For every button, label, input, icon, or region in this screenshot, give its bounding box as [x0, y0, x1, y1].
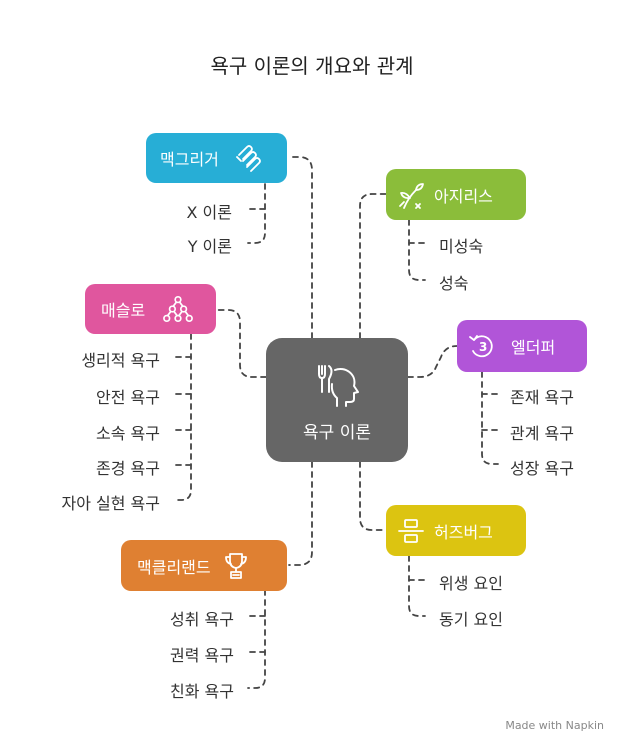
leaf-relatedness: 관계 욕구: [510, 424, 574, 443]
three-cycle-icon: 3: [467, 331, 497, 361]
leaf-self-actualization: 자아 실현 욕구: [61, 494, 161, 513]
node-maslow: 매슬로: [85, 284, 216, 334]
node-alderfer: 3 엘더퍼: [457, 320, 587, 372]
center-node: 욕구 이론: [266, 338, 408, 462]
node-mcclelland: 맥클리랜드: [121, 540, 287, 591]
node-herzberg-label: 허즈버그: [434, 522, 493, 542]
node-herzberg: 허즈버그: [386, 505, 526, 556]
trophy-icon: [221, 551, 251, 581]
footer-text: Made with Napkin: [505, 719, 604, 732]
node-mcclelland-label: 맥클리랜드: [137, 557, 211, 577]
node-maslow-label: 매슬로: [101, 301, 146, 320]
node-argyris: 아지리스: [386, 169, 526, 220]
svg-text:3: 3: [479, 340, 487, 354]
balance-divide-icon: [396, 516, 426, 546]
leaf-y-theory: Y 이론: [187, 237, 232, 256]
leaf-existence: 존재 욕구: [510, 388, 574, 407]
leaf-affiliation: 친화 욕구: [170, 682, 234, 701]
leaf-x-theory: X 이론: [186, 203, 233, 222]
head-utensils-icon: [313, 360, 361, 412]
node-mcgregor-label: 맥그리거: [160, 150, 219, 169]
node-argyris-label: 아지리스: [434, 186, 493, 206]
diagram-title: 욕구 이론의 개요와 관계: [210, 54, 414, 78]
napkin-credit: Made with Napkin: [505, 719, 604, 732]
leaf-power: 권력 욕구: [170, 646, 234, 665]
leaf-immaturity: 미성숙: [439, 237, 484, 256]
growth-plant-icon: [396, 180, 426, 210]
leaf-achievement: 성취 욕구: [170, 610, 234, 629]
leaf-growth: 성장 욕구: [510, 459, 574, 478]
leaf-hygiene: 위생 요인: [439, 574, 503, 593]
leaf-safety: 안전 욕구: [96, 388, 160, 407]
leaf-physiological: 생리적 욕구: [81, 351, 160, 370]
leaf-esteem: 존경 욕구: [96, 459, 160, 478]
leaf-maturity: 성숙: [439, 274, 469, 293]
leaf-motivator: 동기 요인: [439, 610, 503, 629]
node-mcgregor: 맥그리거: [146, 133, 287, 183]
node-alderfer-label: 엘더퍼: [511, 338, 556, 357]
hierarchy-icon: [163, 294, 194, 324]
leaf-belonging: 소속 욕구: [96, 424, 160, 443]
link-chain-icon: [233, 143, 263, 173]
center-label: 욕구 이론: [303, 423, 371, 443]
